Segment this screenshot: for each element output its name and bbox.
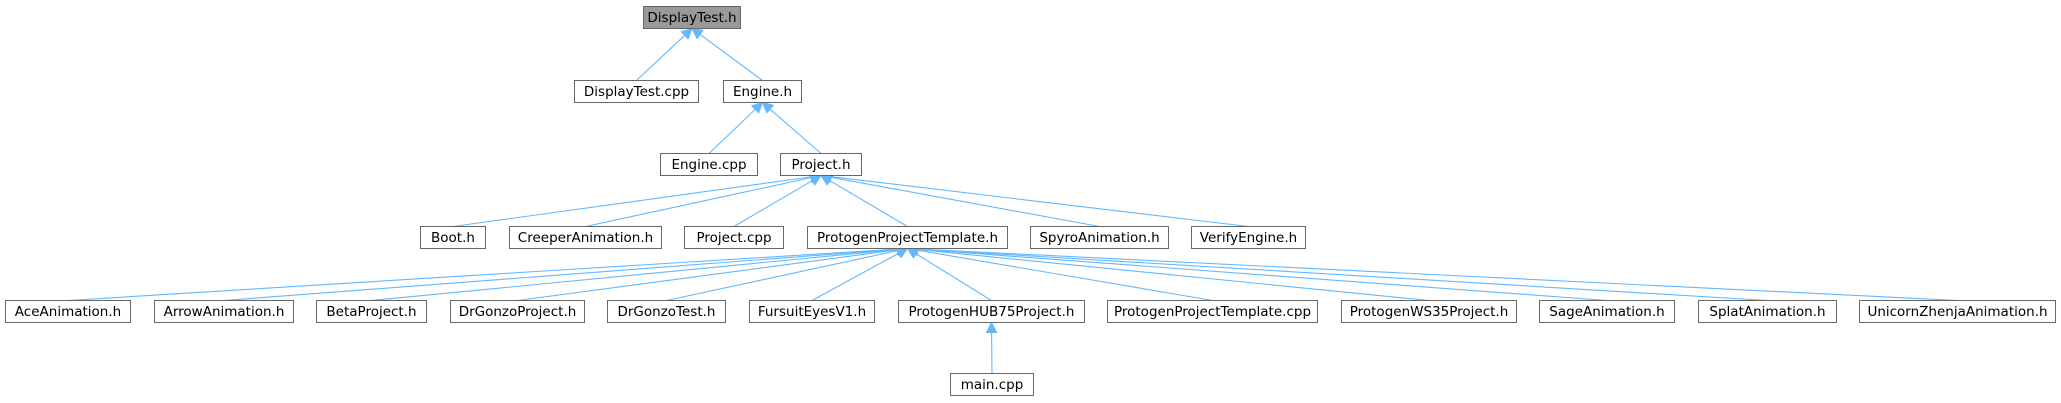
node-label: BetaProject.h — [326, 304, 416, 320]
node-label: ProtogenProjectTemplate.h — [817, 230, 998, 246]
edge-ace_h-to-protogen_template_h — [67, 243, 909, 302]
node-arrow-animation-h[interactable]: ArrowAnimation.h — [154, 300, 294, 323]
arrowhead-icon — [750, 101, 764, 114]
arrowhead-icon — [680, 27, 693, 40]
node-label: SplatAnimation.h — [1709, 304, 1825, 320]
edge-displaytest_cpp-to-displaytest_h — [636, 27, 693, 81]
node-label: FursuitEyesV1.h — [758, 304, 866, 320]
node-label: Project.cpp — [696, 230, 771, 246]
arrowhead-icon — [691, 27, 704, 40]
node-label: main.cpp — [961, 377, 1024, 393]
edge-line — [830, 176, 1249, 228]
arrowhead-icon — [985, 321, 998, 333]
node-engine-h[interactable]: Engine.h — [723, 80, 802, 103]
edge-line — [917, 249, 1213, 302]
node-label: ArrowAnimation.h — [164, 304, 285, 320]
edge-line — [915, 253, 992, 301]
node-beta-project-h[interactable]: BetaProject.h — [316, 300, 427, 323]
edge-line — [917, 248, 1958, 302]
node-engine-cpp[interactable]: Engine.cpp — [660, 153, 758, 176]
node-label: Engine.h — [733, 84, 792, 100]
edge-line — [223, 248, 898, 302]
edge-sage_h-to-protogen_template_h — [906, 243, 1608, 302]
edge-drgonzo_test_h-to-protogen_template_h — [666, 245, 909, 302]
edge-hub75_h-to-protogen_template_h — [906, 247, 992, 301]
node-label: SageAnimation.h — [1549, 304, 1664, 320]
edge-line — [769, 108, 822, 154]
node-label: DisplayTest.h — [647, 10, 736, 26]
edge-engine_cpp-to-engine_h — [708, 101, 764, 154]
node-creeper-animation-h[interactable]: CreeperAnimation.h — [509, 226, 662, 249]
edge-line — [517, 249, 898, 302]
edge-engine_h-to-displaytest_h — [691, 27, 763, 81]
edge-line — [666, 250, 898, 302]
node-unicorn-zhenja-animation-h[interactable]: UnicornZhenjaAnimation.h — [1859, 300, 2056, 323]
node-label: UnicornZhenjaAnimation.h — [1867, 304, 2047, 320]
node-label: ProtogenProjectTemplate.cpp — [1114, 304, 1311, 320]
node-label: SpyroAnimation.h — [1039, 230, 1159, 246]
edge-line — [811, 252, 899, 301]
node-label: DrGonzoProject.h — [459, 304, 577, 320]
node-label: Project.h — [791, 157, 850, 173]
node-splat-animation-h[interactable]: SplatAnimation.h — [1698, 300, 1837, 323]
edge-arrow_h-to-protogen_template_h — [223, 243, 909, 302]
node-sage-animation-h[interactable]: SageAnimation.h — [1539, 300, 1675, 323]
node-protogen-project-template-cpp[interactable]: ProtogenProjectTemplate.cpp — [1107, 300, 1318, 323]
node-protogen-ws35-project-h[interactable]: ProtogenWS35Project.h — [1341, 300, 1517, 323]
edge-splat_h-to-protogen_template_h — [906, 243, 1768, 302]
edge-line — [699, 33, 763, 81]
node-label: Engine.cpp — [671, 157, 746, 173]
node-ace-animation-h[interactable]: AceAnimation.h — [5, 300, 131, 323]
edge-unicorn_h-to-protogen_template_h — [906, 243, 1958, 302]
node-main-cpp[interactable]: main.cpp — [950, 373, 1034, 396]
edge-line — [917, 248, 1768, 302]
node-project-h[interactable]: Project.h — [780, 153, 862, 176]
node-label: AceAnimation.h — [15, 304, 121, 320]
node-label: DrGonzoTest.h — [617, 304, 715, 320]
edge-main_cpp-to-hub75_h — [985, 321, 998, 374]
edge-line — [636, 34, 686, 81]
node-spyro-animation-h[interactable]: SpyroAnimation.h — [1030, 226, 1169, 249]
edge-line — [733, 180, 813, 227]
edge-line — [917, 248, 1608, 302]
edge-project_h-to-engine_h — [761, 101, 822, 154]
node-protogen-hub75-project-h[interactable]: ProtogenHUB75Project.h — [898, 300, 1085, 323]
edge-project_cpp-to-project_h — [733, 174, 822, 227]
node-displaytest-h[interactable]: DisplayTest.h — [643, 6, 741, 29]
edge-line — [585, 177, 812, 228]
node-label: VerifyEngine.h — [1200, 230, 1297, 246]
node-label: ProtogenHUB75Project.h — [909, 304, 1075, 320]
node-fursuit-eyes-v1-h[interactable]: FursuitEyesV1.h — [749, 300, 875, 323]
node-verify-engine-h[interactable]: VerifyEngine.h — [1191, 226, 1306, 249]
node-label: Boot.h — [431, 230, 475, 246]
edge-line — [829, 180, 908, 227]
edge-boot_h-to-project_h — [452, 171, 823, 228]
edge-line — [67, 248, 898, 302]
arrowhead-icon — [761, 101, 775, 114]
node-drgonzo-test-h[interactable]: DrGonzoTest.h — [607, 300, 726, 323]
edge-line — [452, 176, 812, 228]
node-displaytest-cpp[interactable]: DisplayTest.cpp — [574, 80, 699, 103]
edge-line — [708, 109, 756, 154]
edge-verifyengine_h-to-project_h — [819, 170, 1249, 228]
node-drgonzo-project-h[interactable]: DrGonzoProject.h — [450, 300, 585, 323]
node-protogen-project-template-h[interactable]: ProtogenProjectTemplate.h — [807, 226, 1008, 249]
edge-layer — [67, 27, 1958, 374]
node-boot-h[interactable]: Boot.h — [420, 226, 486, 249]
edge-line — [917, 248, 1430, 302]
node-project-cpp[interactable]: Project.cpp — [684, 226, 784, 249]
node-label: CreeperAnimation.h — [518, 230, 653, 246]
node-label: DisplayTest.cpp — [584, 84, 689, 100]
edge-line — [371, 248, 898, 302]
node-label: ProtogenWS35Project.h — [1350, 304, 1509, 320]
edge-line — [830, 176, 1100, 228]
